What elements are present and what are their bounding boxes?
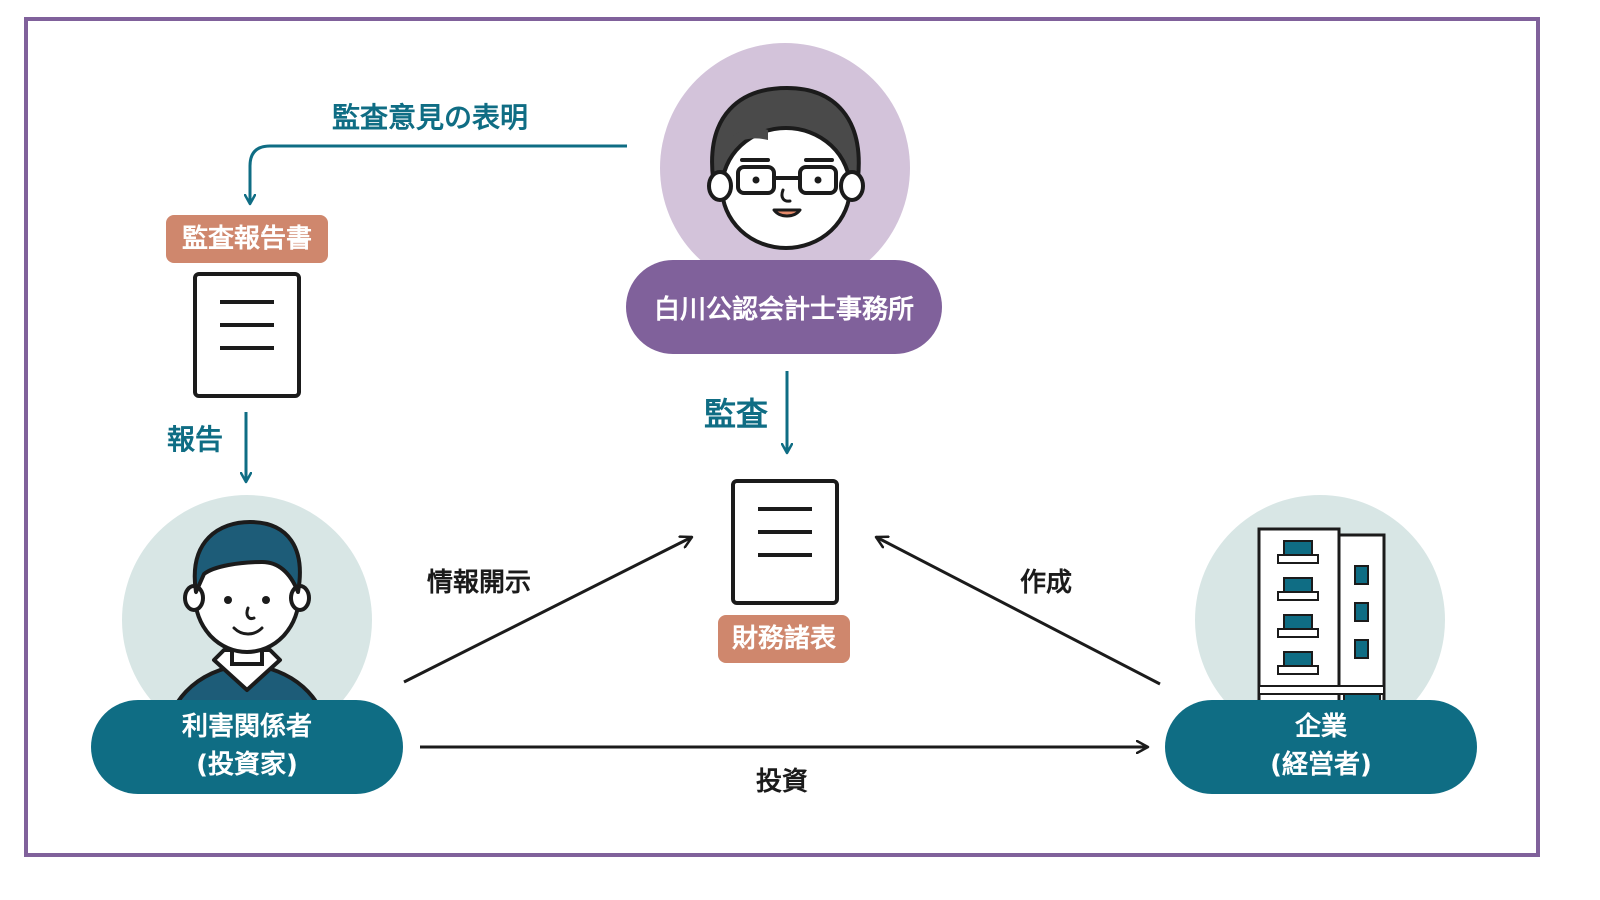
auditor-glasses-person-icon	[707, 85, 865, 250]
audit-label: 監査	[704, 395, 769, 433]
audit-report-tag: 監査報告書	[166, 215, 328, 263]
investment-label: 投資	[756, 767, 809, 797]
company-line1: 企業	[1294, 712, 1347, 743]
financial-statements-tag: 財務諸表	[718, 615, 850, 663]
financial-statements-document-icon	[731, 479, 839, 605]
audit-opinion-arrow	[250, 144, 627, 204]
company-line2: (経営者)	[1270, 750, 1372, 780]
diagram-frame	[24, 17, 1540, 857]
audit-opinion-label: 監査意見の表明	[332, 101, 529, 134]
stakeholder-line1: 利害関係者	[181, 712, 312, 743]
disclosure-arrow	[403, 537, 692, 684]
disclosure-label: 情報開示	[427, 568, 532, 598]
report-label: 報告	[167, 423, 224, 456]
creation-label: 作成	[1020, 568, 1073, 598]
company-pill: 企業 (経営者)	[1165, 700, 1477, 794]
stakeholder-pill: 利害関係者 (投資家)	[91, 700, 403, 794]
creation-arrow	[876, 537, 1161, 686]
audit-report-document-icon	[193, 272, 301, 398]
auditor-name: 白川公認会計士事務所	[653, 294, 914, 325]
auditor-name-pill: 白川公認会計士事務所	[626, 260, 942, 354]
stakeholder-line2: (投資家)	[196, 750, 298, 780]
